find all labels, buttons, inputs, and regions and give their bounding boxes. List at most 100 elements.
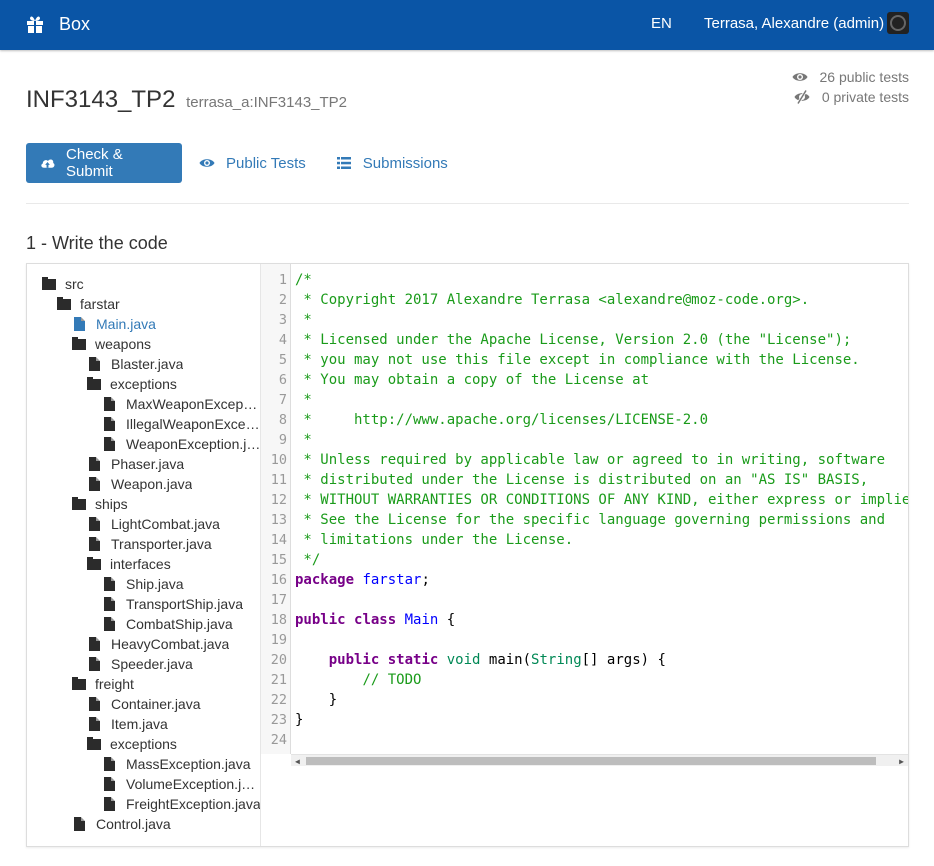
code-line-content: * (295, 430, 312, 450)
tab-submissions[interactable]: Submissions (321, 143, 463, 183)
tree-folder[interactable]: interfaces (87, 554, 171, 574)
tree-file[interactable]: Transporter.java (87, 534, 212, 554)
tree-file[interactable]: LightCombat.java (87, 514, 220, 534)
tree-folder[interactable]: weapons (72, 334, 151, 354)
code-token: * WITHOUT WARRANTIES OR CONDITIONS OF AN… (295, 492, 908, 508)
tree-file[interactable]: IllegalWeaponExce… (102, 414, 260, 434)
tree-file[interactable]: Speeder.java (87, 654, 193, 674)
tab-submissions-label: Submissions (362, 154, 448, 172)
tree-file[interactable]: Ship.java (102, 574, 184, 594)
code-token: * See the License for the specific langu… (295, 512, 886, 528)
file-icon (89, 657, 100, 671)
line-number: 23 (270, 712, 287, 728)
tree-file[interactable]: MassException.java (102, 754, 251, 774)
line-number: 3 (278, 312, 287, 328)
file-icon (104, 577, 115, 591)
file-icon (104, 757, 115, 771)
code-line-content: * http://www.apache.org/licenses/LICENSE… (295, 410, 708, 430)
tree-file[interactable]: HeavyCombat.java (87, 634, 229, 654)
file-icon (104, 417, 115, 431)
line-number: 17 (270, 592, 287, 608)
page-subtitle: terrasa_a:INF3143_TP2 (186, 94, 348, 111)
tree-file[interactable]: TransportShip.java (102, 594, 243, 614)
tree-file[interactable]: MaxWeaponExcep… (102, 394, 257, 414)
code-line-content: public static void main(String[] args) { (295, 650, 666, 670)
tree-folder[interactable]: exceptions (87, 374, 177, 394)
tree-item-label: Transporter.java (111, 536, 212, 552)
tree-folder[interactable]: src (42, 274, 84, 294)
code-token: ; (421, 572, 430, 588)
code-line: 13 * See the License for the specific la… (261, 510, 908, 530)
user-menu[interactable]: Terrasa, Alexandre (admin) (704, 15, 885, 32)
tree-file[interactable]: WeaponException.j… (102, 434, 260, 454)
tree-item-label: TransportShip.java (126, 596, 243, 612)
code-token: * (295, 432, 312, 448)
tree-file[interactable]: Weapon.java (87, 474, 192, 494)
tree-file[interactable]: Item.java (87, 714, 168, 734)
tree-file[interactable]: CombatShip.java (102, 614, 233, 634)
tree-item-label: Control.java (96, 816, 171, 832)
horizontal-scrollbar[interactable]: ◀ ▶ (291, 754, 908, 766)
code-editor[interactable]: 1/*2 * Copyright 2017 Alexandre Terrasa … (261, 264, 908, 846)
folder-icon (87, 377, 101, 390)
tree-item-label: interfaces (110, 556, 171, 572)
code-line-content: } (295, 690, 337, 710)
tree-file[interactable]: Container.java (87, 694, 201, 714)
file-icon (104, 437, 115, 451)
tree-folder[interactable]: ships (72, 494, 128, 514)
line-number: 12 (270, 492, 287, 508)
tab-check-submit[interactable]: Check & Submit (26, 143, 182, 183)
tree-item-label: WeaponException.j… (126, 436, 261, 452)
tree-file[interactable]: Blaster.java (87, 354, 183, 374)
tree-folder[interactable]: exceptions (87, 734, 177, 754)
tree-item-label: farstar (80, 296, 120, 312)
file-icon (89, 697, 100, 711)
tree-item-label: exceptions (110, 736, 177, 752)
tree-folder[interactable]: freight (72, 674, 134, 694)
tab-public-tests[interactable]: Public Tests (184, 143, 321, 183)
brand-link[interactable]: Box (26, 12, 90, 36)
code-token (396, 612, 404, 628)
list-icon (336, 157, 351, 169)
code-line: 9 * (261, 430, 908, 450)
tree-item-label: Ship.java (126, 576, 184, 592)
code-line-content: */ (295, 550, 320, 570)
code-token: * (295, 312, 312, 328)
tree-item-label: MassException.java (126, 756, 251, 772)
code-token: * Licensed under the Apache License, Ver… (295, 332, 852, 348)
tree-file[interactable]: Main.java (72, 314, 156, 334)
scroll-right-arrow-icon[interactable]: ▶ (899, 757, 904, 766)
line-number: 9 (278, 432, 287, 448)
code-line-content: /* (295, 270, 312, 290)
scroll-left-arrow-icon[interactable]: ◀ (295, 757, 300, 766)
tree-file[interactable]: VolumeException.j… (102, 774, 255, 794)
code-line-content: public class Main { (295, 610, 455, 630)
code-token: * Unless required by applicable law or a… (295, 452, 886, 468)
tree-item-label: MaxWeaponExcep… (126, 396, 258, 412)
code-line: 7 * (261, 390, 908, 410)
file-icon (89, 457, 100, 471)
line-number: 6 (278, 372, 287, 388)
tab-public-tests-label: Public Tests (226, 154, 306, 172)
page-title: INF3143_TP2 terrasa_a:INF3143_TP2 (26, 86, 347, 114)
code-token (438, 652, 446, 668)
tab-check-submit-label: Check & Submit (66, 146, 123, 180)
tree-file[interactable]: Phaser.java (87, 454, 184, 474)
code-token: * (295, 392, 312, 408)
section-title: 1 - Write the code (26, 233, 168, 253)
code-token (295, 672, 362, 688)
tree-file[interactable]: FreightException.java (102, 794, 260, 814)
tree-file[interactable]: Control.java (72, 814, 171, 834)
avatar[interactable] (887, 12, 909, 34)
language-selector[interactable]: EN (651, 15, 672, 32)
line-number: 13 (270, 512, 287, 528)
tree-item-label: Speeder.java (111, 656, 193, 672)
code-token: package (295, 572, 355, 588)
file-icon (89, 517, 100, 531)
scrollbar-thumb[interactable] (306, 757, 876, 765)
eye-slash-icon (794, 90, 810, 104)
tree-folder[interactable]: farstar (57, 294, 120, 314)
code-line-content: * Unless required by applicable law or a… (295, 450, 885, 470)
